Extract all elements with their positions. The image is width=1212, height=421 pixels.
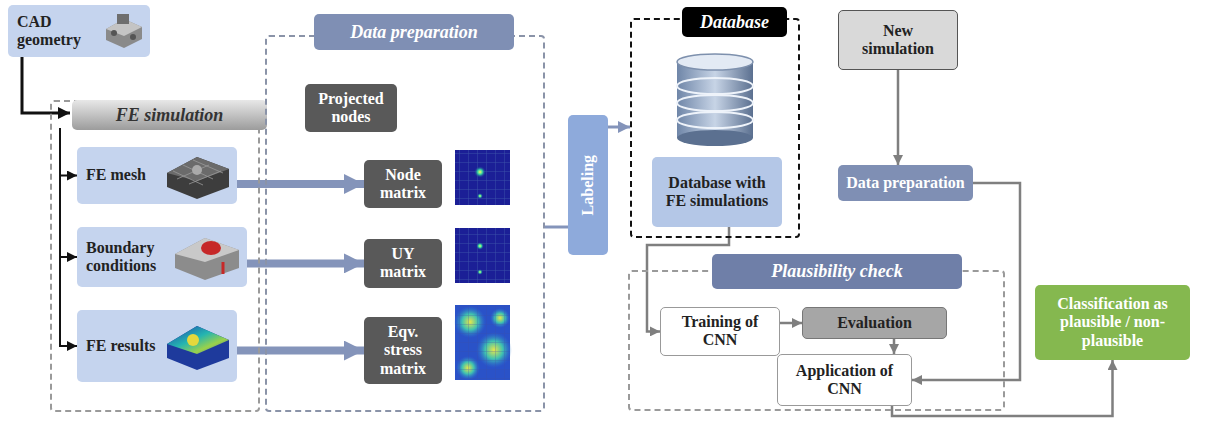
process-box: Data preparation <box>838 165 973 201</box>
connector <box>237 180 364 188</box>
heatmap <box>455 228 510 283</box>
box-label: FE mesh <box>86 166 146 184</box>
process-box: FE results <box>77 310 237 382</box>
process-box: Database with FE simulations <box>652 157 782 227</box>
connector <box>237 347 364 355</box>
process-box: Projected nodes <box>305 84 397 132</box>
group-header: FE simulation <box>72 100 267 130</box>
connector <box>892 360 1113 416</box>
group-header: Data preparation <box>314 14 514 50</box>
connector <box>545 226 568 229</box>
group-frame: FE simulationFE mesh Boundary conditions… <box>50 100 260 412</box>
connector <box>60 128 77 346</box>
box-label: Projected nodes <box>311 90 391 127</box>
box-label: New simulation <box>845 22 951 59</box>
box-label: Labeling <box>579 155 597 215</box>
process-box: Classification as plausible / non-plausi… <box>1035 285 1190 360</box>
box-label: FE results <box>86 337 155 355</box>
connector <box>60 128 77 257</box>
process-box: Eqv. stress matrix <box>364 317 442 384</box>
group-frame: Data preparationProjected nodesNode matr… <box>265 35 545 412</box>
group-header: Plausibility check <box>712 254 962 289</box>
box-label: UY matrix <box>370 245 436 282</box>
process-box: Training of CNN <box>660 307 780 356</box>
process-box: FE mesh <box>77 147 237 204</box>
process-box: Node matrix <box>364 160 442 208</box>
box-label: Training of CNN <box>667 313 773 350</box>
heatmap <box>454 305 512 380</box>
box-label: Classification as plausible / non-plausi… <box>1041 295 1184 350</box>
connector <box>608 126 630 129</box>
box-label: Node matrix <box>370 166 436 203</box>
process-box: New simulation <box>838 10 958 70</box>
process-box: UY matrix <box>364 239 442 288</box>
database-cylinder <box>677 54 753 146</box>
connector <box>780 322 802 325</box>
connector <box>897 70 900 165</box>
box-label: CAD geometry <box>17 13 100 50</box>
box-label: Evaluation <box>837 314 912 332</box>
connector <box>60 128 77 176</box>
process-box: Application of CNN <box>777 354 912 406</box>
box-label: Eqv. stress matrix <box>370 323 436 378</box>
process-box: Evaluation <box>802 307 947 339</box>
cad-icon <box>102 11 146 51</box>
group-header: Database <box>682 7 787 37</box>
process-box: CAD geometry <box>8 5 150 57</box>
box-label: Data preparation <box>846 174 964 192</box>
connector <box>893 339 896 354</box>
box-label: Database with FE simulations <box>658 174 776 211</box>
box-label: Boundary conditions <box>86 239 167 276</box>
boundary-icon <box>171 232 243 282</box>
results-icon <box>163 318 233 374</box>
group-frame: Plausibility checkTraining of CNNEvaluat… <box>628 270 1005 411</box>
connector <box>22 57 70 113</box>
process-box: Boundary conditions <box>77 227 247 287</box>
group-frame: DatabaseDatabase with FE simulations <box>630 18 800 238</box>
mesh-icon <box>163 151 233 201</box>
heatmap <box>455 150 510 205</box>
box-label: Application of CNN <box>784 362 905 399</box>
process-box: Labeling <box>568 115 608 255</box>
